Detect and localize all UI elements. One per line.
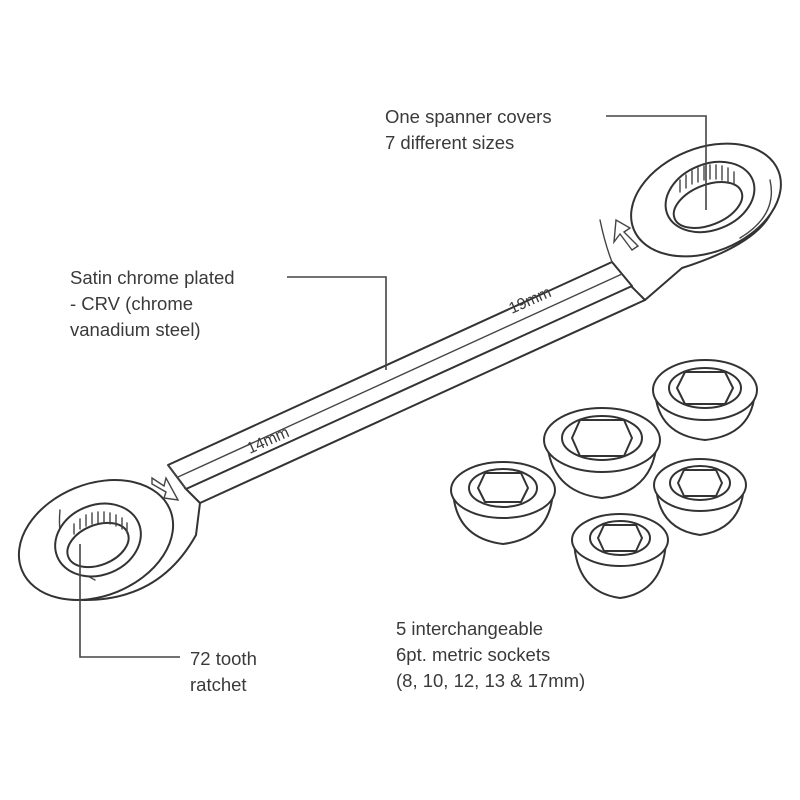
- leader-material: [287, 276, 387, 370]
- small-ratchet-head: [17, 476, 201, 601]
- direction-arrow-icon: [613, 218, 640, 251]
- callout-line: 72 tooth: [190, 648, 257, 669]
- sockets: [450, 359, 758, 599]
- callout-line: 5 interchangeable: [396, 618, 544, 639]
- callout-line: ratchet: [190, 674, 247, 695]
- socket: [652, 359, 758, 441]
- callout-line: 7 different sizes: [385, 132, 515, 153]
- socket: [543, 407, 661, 499]
- leader-ratchet: [79, 544, 180, 658]
- callout-line: Satin chrome plated: [70, 267, 235, 288]
- callout-line: (8, 10, 12, 13 & 17mm): [396, 670, 586, 691]
- ratchet-spanner: 14mm 19mm: [17, 142, 782, 601]
- leader-spanner-sizes: [606, 115, 707, 210]
- socket: [653, 458, 747, 536]
- socket: [450, 461, 556, 545]
- callout-sockets: 5 interchangeable 6pt. metric sockets (8…: [396, 616, 585, 694]
- callout-spanner-sizes: One spanner covers 7 different sizes: [385, 104, 552, 156]
- callout-line: - CRV (chrome: [70, 293, 194, 314]
- socket: [571, 513, 669, 599]
- callout-line: One spanner covers: [385, 106, 552, 127]
- callout-material: Satin chrome plated - CRV (chrome vanadi…: [70, 265, 235, 343]
- callout-ratchet: 72 tooth ratchet: [190, 646, 257, 698]
- leader-lines: [79, 115, 707, 658]
- direction-arrow-icon: [151, 476, 180, 501]
- callout-line: vanadium steel): [70, 319, 201, 340]
- callout-line: 6pt. metric sockets: [396, 644, 551, 665]
